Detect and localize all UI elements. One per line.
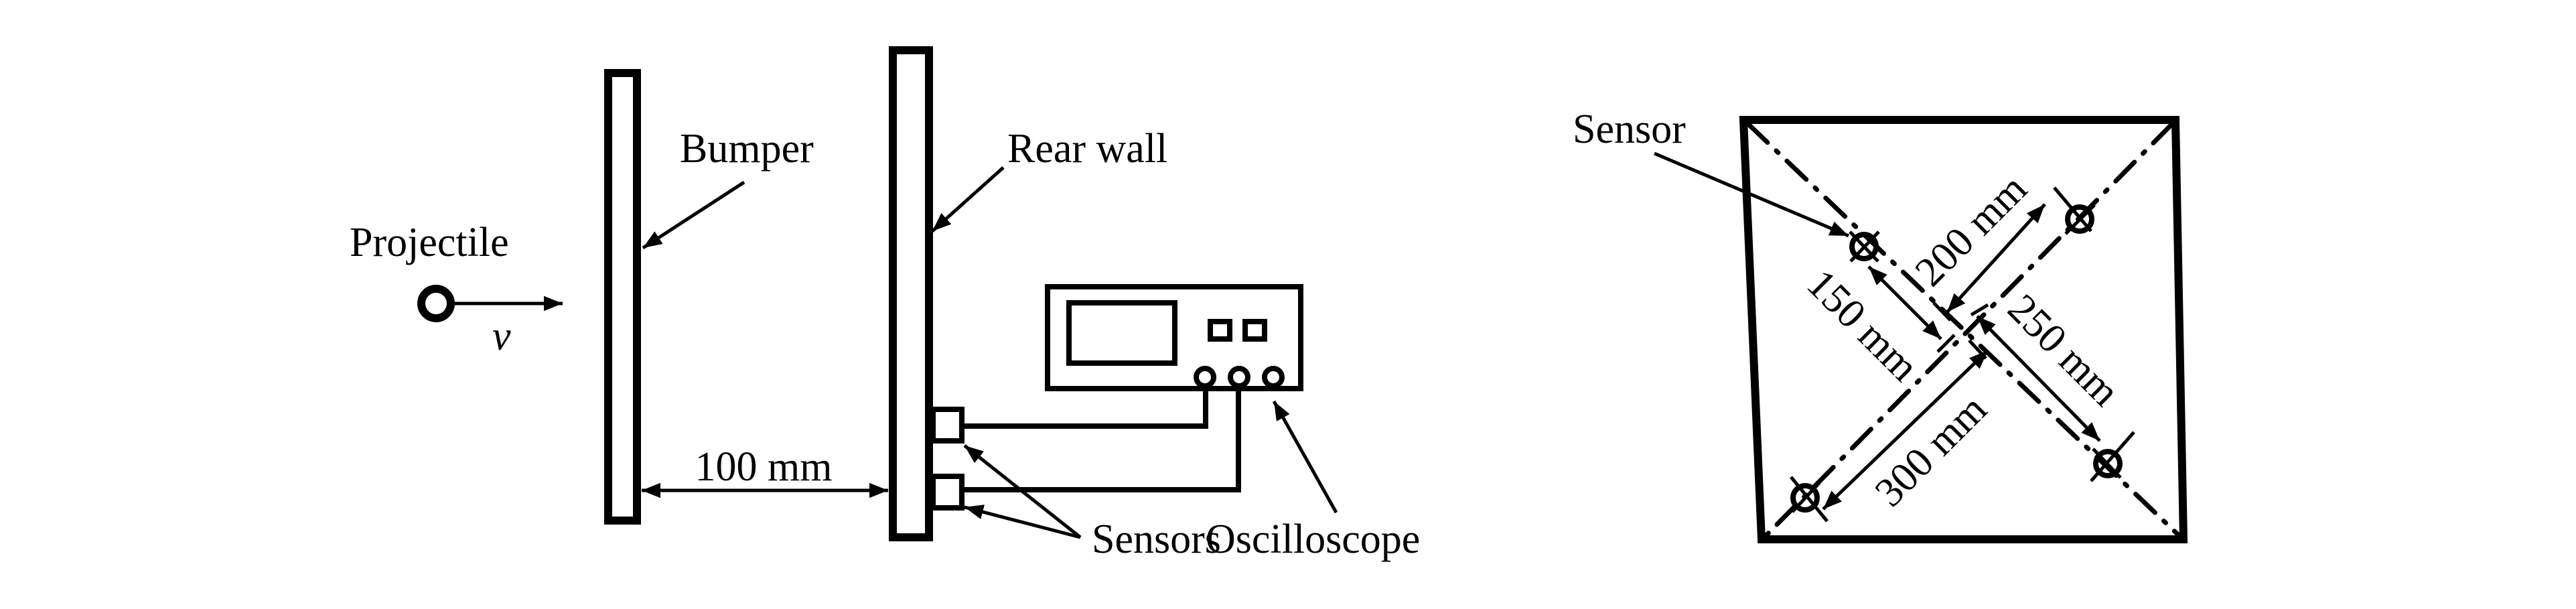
rear-wall-outline (1739, 116, 2188, 543)
sensors-leader-arrow-1 (963, 444, 1082, 539)
oscilloscope-label: Oscilloscope (1206, 517, 1420, 562)
setup-view: Projectile v Bumper Rear wall 100 mm (350, 46, 1420, 562)
oscilloscope-knob-1 (1194, 366, 1216, 389)
oscilloscope-button-1 (1208, 319, 1232, 342)
dimension-line-300 (1822, 349, 1989, 511)
oscilloscope-button-2 (1242, 319, 1267, 342)
sensor-label: Sensor (1573, 107, 1686, 152)
dimension-label-200: 200 mm (1906, 165, 2035, 295)
bumper-plate (604, 69, 641, 525)
sensor-box-2 (930, 474, 964, 511)
sensor-leader-arrow (1654, 151, 1849, 238)
dimension-label-250: 250 mm (1999, 285, 2129, 415)
oscilloscope-leader-arrow (1272, 400, 1338, 514)
sensors-label: Sensors (1092, 517, 1221, 562)
bumper-leader-arrow (642, 180, 745, 250)
rear-wall-plate (889, 46, 933, 541)
dimension-line-250 (1976, 315, 2101, 442)
sensor-wire-1 (964, 388, 1208, 429)
oscilloscope-icon (1045, 284, 1303, 391)
oscilloscope-knob-3 (1262, 366, 1285, 389)
rear-wall-label: Rear wall (1007, 126, 1167, 172)
diagonal-centerline-1 (1745, 121, 2182, 539)
dimension-label-150: 150 mm (1798, 261, 1928, 390)
projectile-icon (417, 285, 455, 322)
bumper-label: Bumper (680, 126, 814, 172)
oscilloscope-knob-2 (1228, 366, 1250, 389)
velocity-symbol: v (492, 314, 511, 359)
sensor-box-1 (930, 407, 964, 444)
sensor-symbol-upper-left (1849, 230, 1880, 263)
spacing-label: 100 mm (695, 444, 833, 490)
oscilloscope-screen (1066, 300, 1177, 366)
sensor-symbol-lower-right (2090, 431, 2135, 482)
sensor-layout-view: 150 mm 200 mm 250 mm 300 mm Sensor (1573, 107, 2188, 543)
sensors-leader-arrow-2 (964, 504, 1081, 539)
projectile-label: Projectile (350, 220, 509, 265)
sensor-symbol-lower-left (1790, 476, 1829, 523)
rear-wall-leader-arrow (931, 166, 1005, 232)
sensor-wire-2 (964, 388, 1241, 492)
dimension-line-200 (1946, 203, 2046, 314)
center-tick-2 (1936, 334, 1956, 353)
oscilloscope-body (1045, 284, 1303, 391)
dimension-line-150 (1867, 265, 1942, 340)
sensor-symbol-upper-right (2053, 186, 2096, 235)
